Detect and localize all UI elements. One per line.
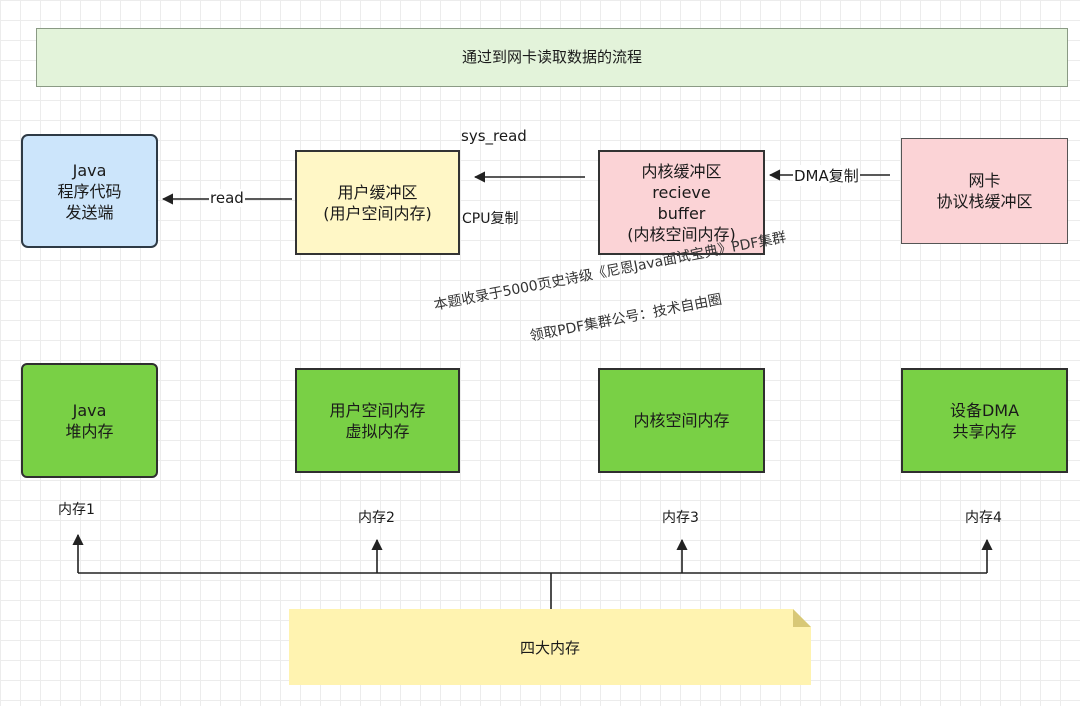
kernel-buffer-box: 内核缓冲区 recieve buffer (内核空间内存) xyxy=(598,150,765,255)
nic-line-2: 协议栈缓冲区 xyxy=(936,192,1033,211)
flow-title: 通过到网卡读取数据的流程 xyxy=(36,28,1068,87)
dma-copy-label: DMA复制 xyxy=(793,165,860,186)
java-app-box: Java 程序代码 发送端 xyxy=(21,134,158,248)
kernel-buffer-line-1: 内核缓冲区 xyxy=(641,161,722,181)
four-memories-note: 四大内存 xyxy=(289,609,811,685)
nic-box: 网卡 协议栈缓冲区 xyxy=(901,138,1068,244)
user-buffer-box: 用户缓冲区 (用户空间内存) xyxy=(295,150,460,255)
note-shape xyxy=(289,609,811,685)
flow-title-text: 通过到网卡读取数据的流程 xyxy=(461,48,642,66)
memory-4-line-1: 设备DMA xyxy=(949,400,1020,420)
memory-2-line-1: 用户空间内存 xyxy=(329,400,426,420)
note-text: 四大内存 xyxy=(519,638,580,657)
read-label: read xyxy=(209,189,245,207)
memory-box-device-dma: 设备DMA 共享内存 xyxy=(901,368,1068,473)
memory-1-line-1: Java xyxy=(72,400,107,420)
user-buffer-line-2: (用户空间内存) xyxy=(323,203,432,223)
memory-box-java-heap: Java 堆内存 xyxy=(21,363,158,478)
kernel-buffer-line-4: (内核空间内存) xyxy=(627,224,736,244)
memory-tree xyxy=(72,533,993,610)
java-app-line-3: 发送端 xyxy=(65,202,114,222)
memory-label-3: 内存3 xyxy=(662,510,699,526)
memory-2-line-2: 虚拟内存 xyxy=(345,421,410,441)
memory-3-line-1: 内核空间内存 xyxy=(633,411,730,430)
memory-1-line-2: 堆内存 xyxy=(65,421,114,441)
memory-box-user-space: 用户空间内存 虚拟内存 xyxy=(295,368,460,473)
memory-label-2: 内存2 xyxy=(358,510,395,526)
memory-box-kernel-space: 内核空间内存 xyxy=(598,368,765,473)
kernel-buffer-line-2: recieve xyxy=(652,182,711,202)
sys-read-label: sys_read xyxy=(461,127,527,145)
java-app-line-2: 程序代码 xyxy=(57,181,122,201)
cpu-copy-label: CPU复制 xyxy=(462,211,519,227)
kernel-buffer-line-3: buffer xyxy=(657,203,706,223)
user-buffer-line-1: 用户缓冲区 xyxy=(337,182,418,202)
memory-label-1: 内存1 xyxy=(58,502,95,518)
memory-label-4: 内存4 xyxy=(965,510,1002,526)
note-fold xyxy=(793,609,811,627)
java-app-line-1: Java xyxy=(72,160,107,180)
nic-line-1: 网卡 xyxy=(968,171,1001,190)
memory-4-line-2: 共享内存 xyxy=(952,421,1017,441)
